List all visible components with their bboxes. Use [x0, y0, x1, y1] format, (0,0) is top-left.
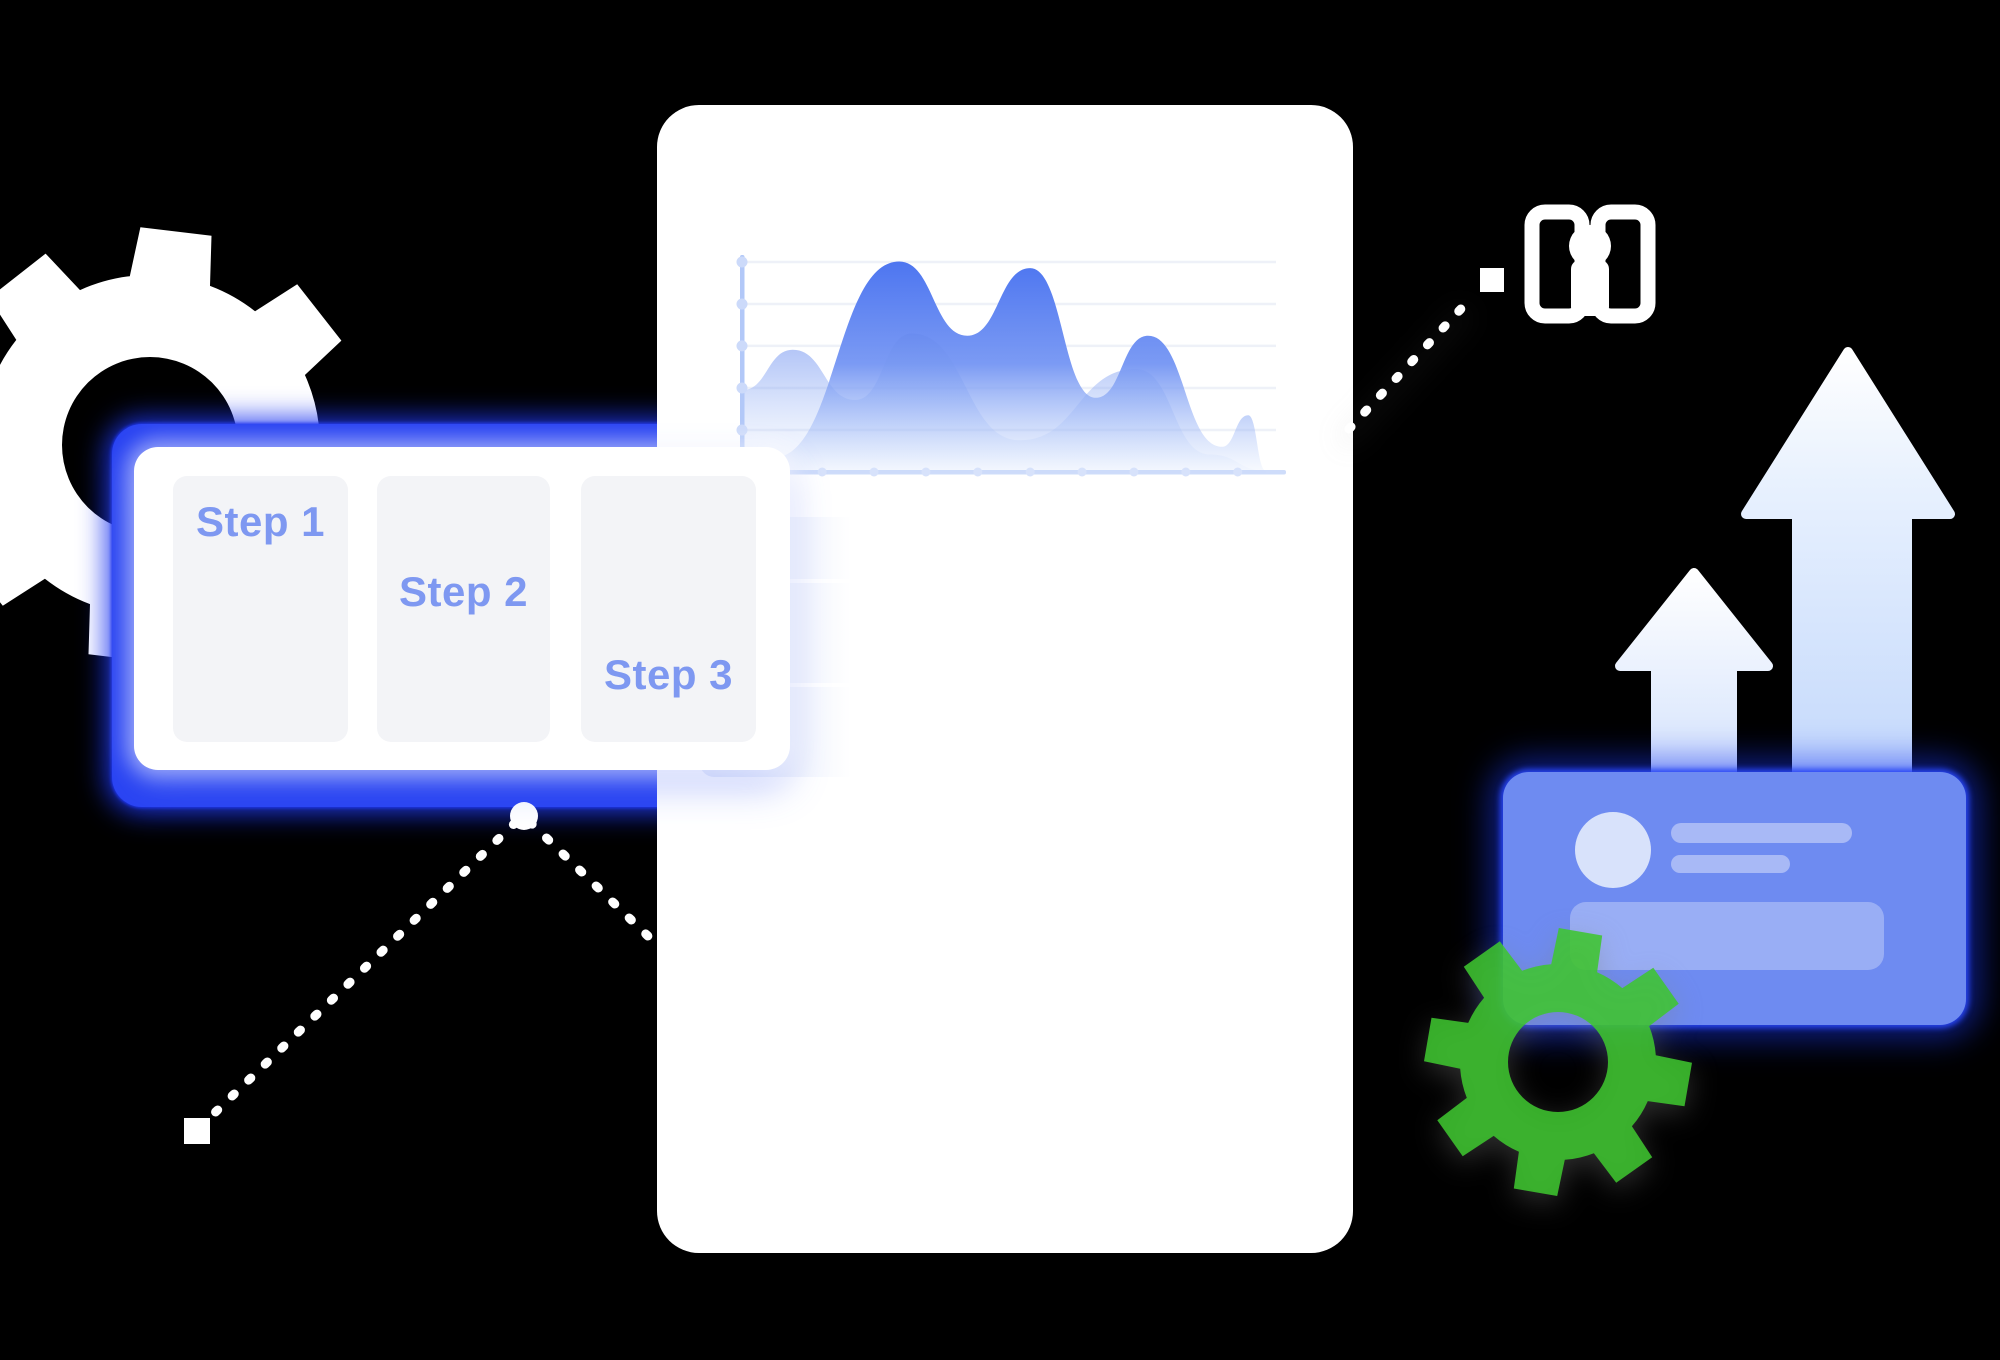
text-line-placeholder — [1671, 823, 1852, 843]
content-row-placeholder — [1570, 902, 1884, 970]
chart-waves — [742, 261, 1266, 473]
binoculars-icon — [1524, 204, 1656, 324]
step-2-label: Step 2 — [398, 568, 529, 615]
connector-endpoint-square — [1480, 268, 1504, 292]
steps-card: Step 1 Step 2 Step 3 — [134, 447, 790, 770]
step-panel-1: Step 1 — [173, 476, 348, 742]
wave-series-1 — [742, 333, 1266, 473]
step-panel-2: Step 2 — [377, 476, 550, 742]
dashed-connector-line — [194, 815, 523, 1133]
step-3-label: Step 3 — [603, 651, 734, 698]
area-chart-svg — [736, 255, 1286, 477]
connector-endpoint-square — [184, 1118, 210, 1144]
up-arrow-icon — [1615, 568, 1773, 807]
dashed-connector-line — [1344, 292, 1477, 434]
profile-card — [1503, 772, 1966, 1025]
avatar-circle — [1575, 812, 1651, 888]
dashed-connector-line — [525, 817, 657, 945]
text-line-placeholder — [1671, 855, 1790, 873]
y-axis-line — [740, 255, 745, 473]
step-panel-3: Step 3 — [581, 476, 756, 742]
step-1-label: Step 1 — [195, 498, 326, 545]
area-chart — [735, 245, 1295, 485]
chart-axis-dots — [736, 256, 1243, 477]
